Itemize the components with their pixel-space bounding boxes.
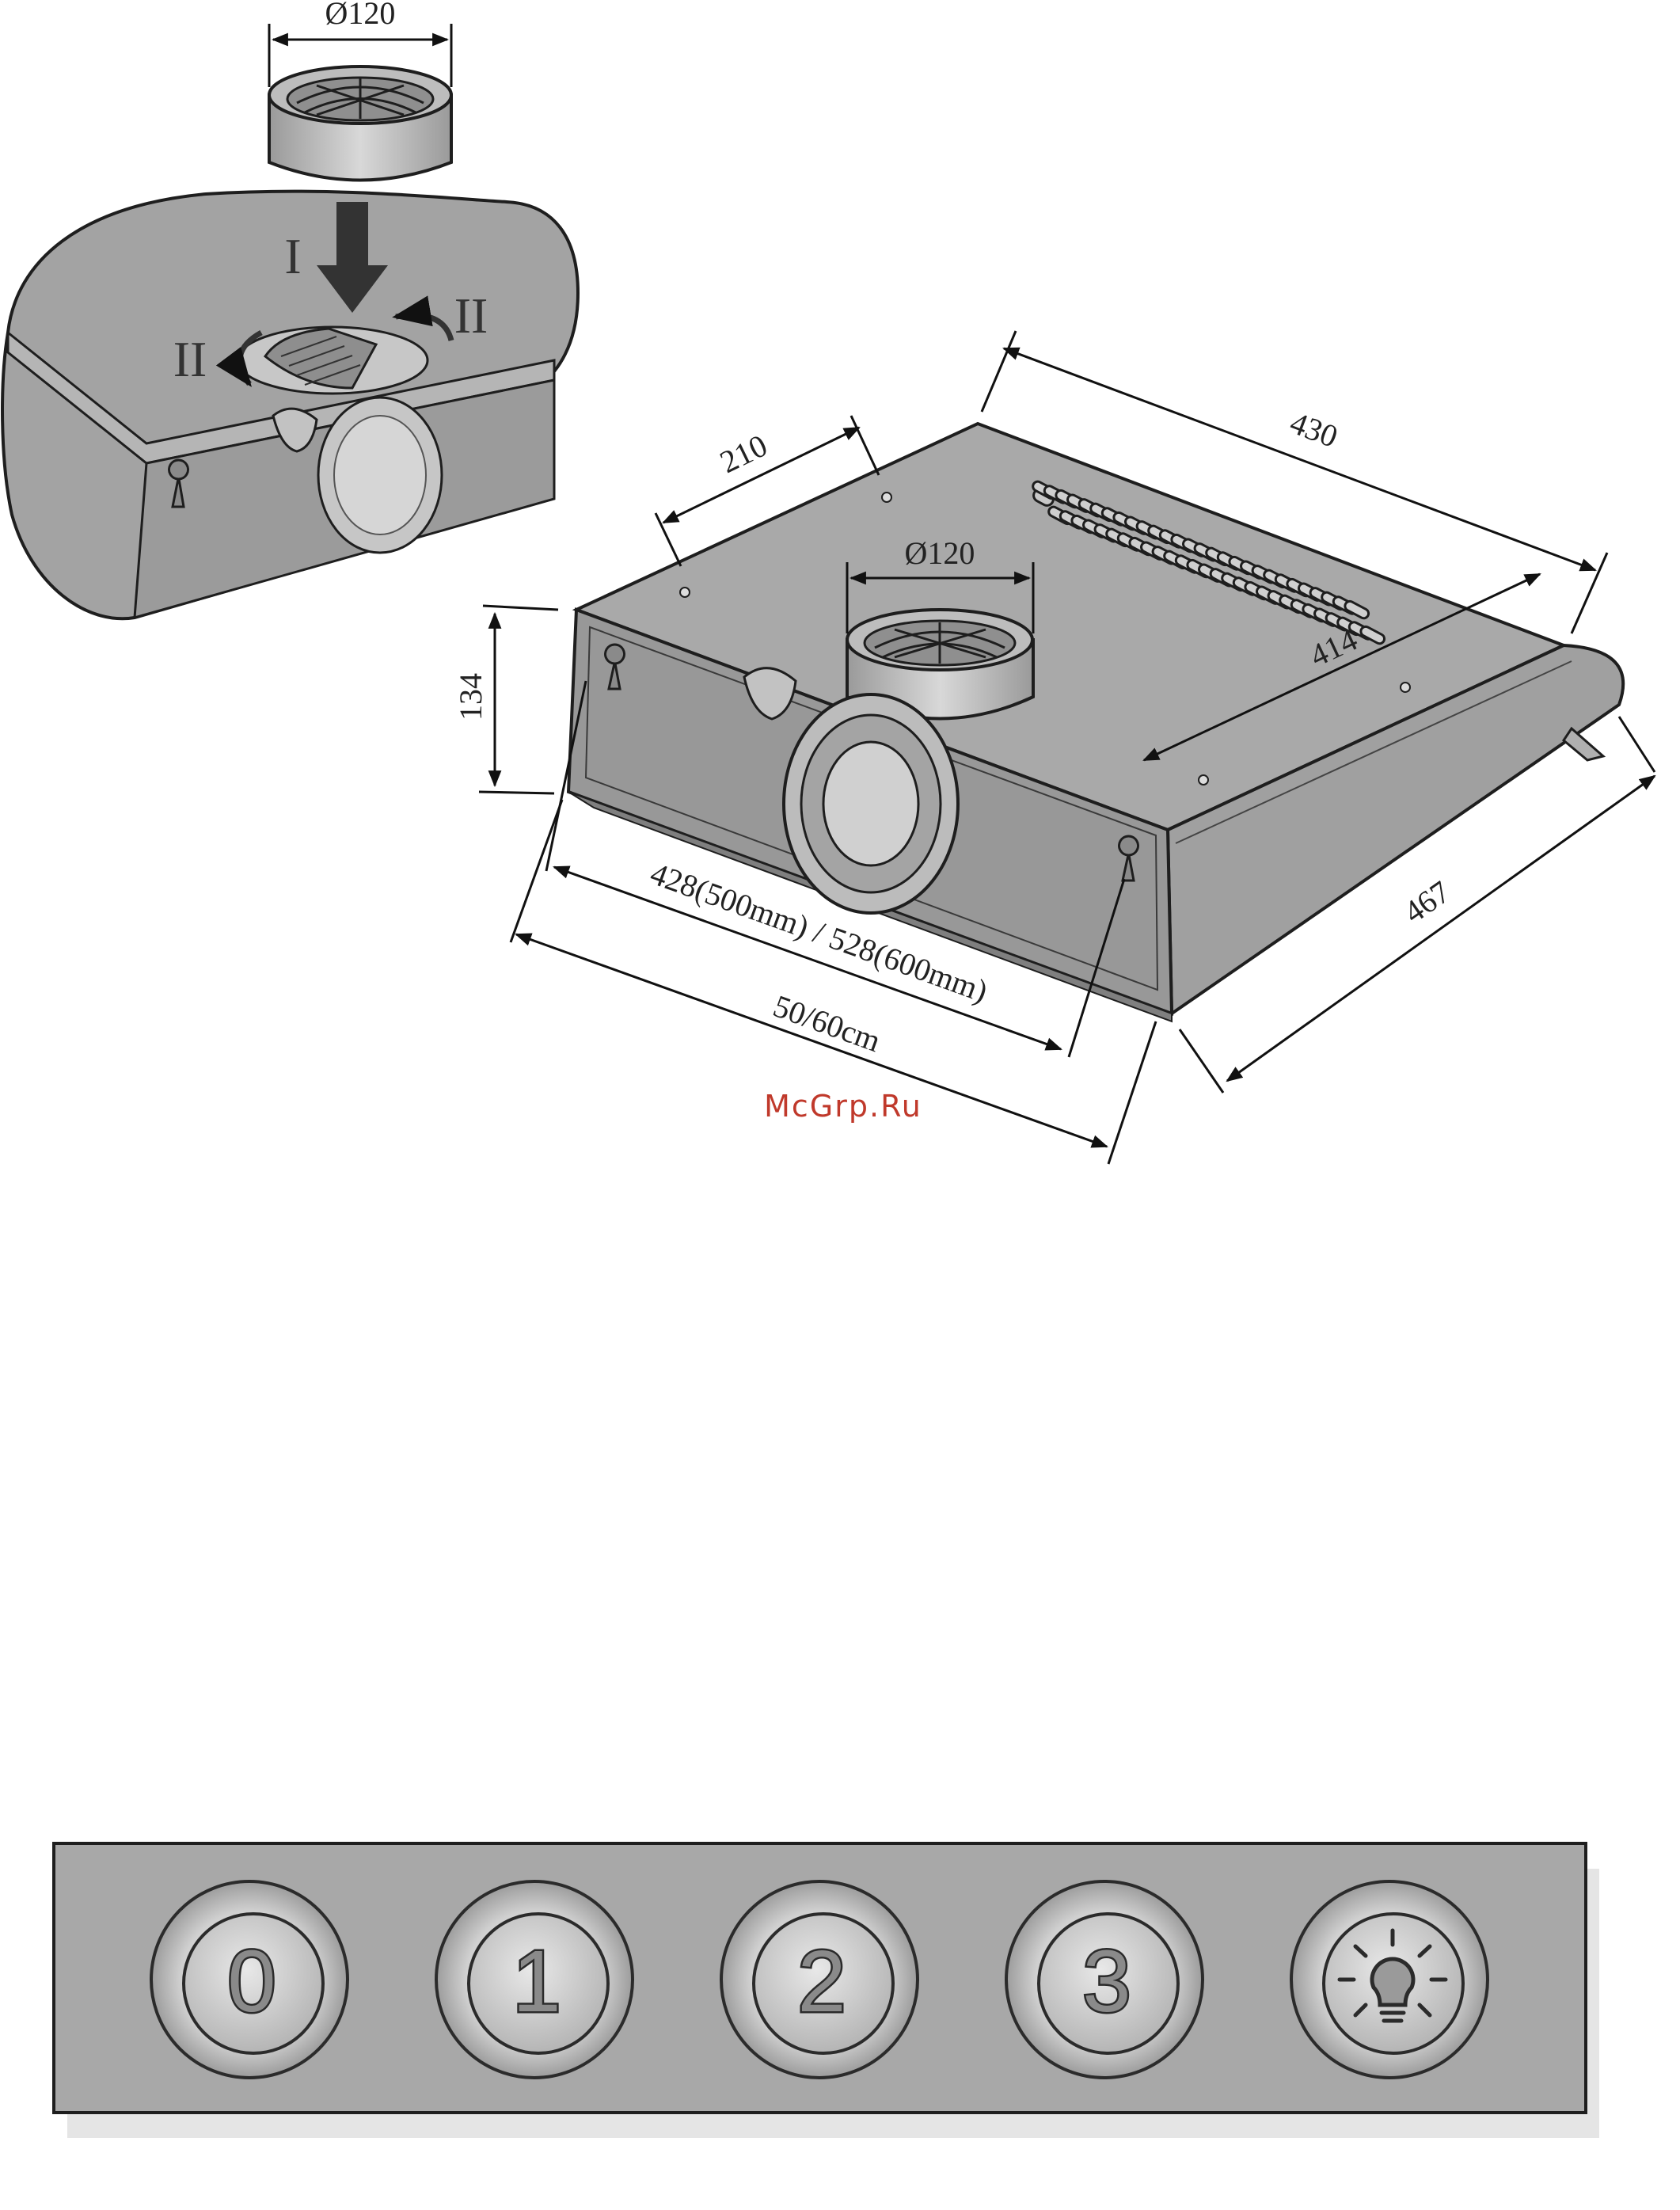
detail-duct-piece	[269, 67, 451, 181]
control-panel: 0 1 2 3	[54, 1843, 1599, 2138]
speed-1-label: 1	[512, 1933, 561, 2030]
dim-467-label: 467	[1397, 873, 1457, 930]
installation-detail: Ø120 I II II	[2, 0, 578, 618]
step-2-left-label: II	[173, 331, 207, 387]
step-1-label: I	[284, 228, 301, 284]
speed-2-label: 2	[797, 1933, 846, 2030]
dim-134-label: 134	[453, 673, 488, 721]
front-fan-opening	[784, 694, 958, 913]
detail-duct-diameter-label: Ø120	[325, 0, 396, 31]
speed-1-button[interactable]: 1	[436, 1881, 633, 2078]
light-button[interactable]	[1291, 1881, 1488, 2078]
dim-210-label: 210	[714, 427, 773, 480]
speed-0-button[interactable]: 0	[151, 1881, 348, 2078]
speed-3-button[interactable]: 3	[1006, 1881, 1203, 2078]
step-2-right-label: II	[454, 287, 488, 344]
speed-2-button[interactable]: 2	[721, 1881, 918, 2078]
speed-3-label: 3	[1082, 1933, 1131, 2030]
speed-0-label: 0	[227, 1933, 276, 2030]
dim-outer-width-label: 50/60cm	[769, 987, 885, 1059]
dim-duct-diameter-label: Ø120	[905, 535, 975, 571]
hood-isometric: 430 210 414 134 467 428(500mm) / 528(600…	[453, 331, 1655, 1164]
watermark: McGrp.Ru	[764, 1089, 922, 1124]
dim-430-label: 430	[1286, 405, 1343, 455]
